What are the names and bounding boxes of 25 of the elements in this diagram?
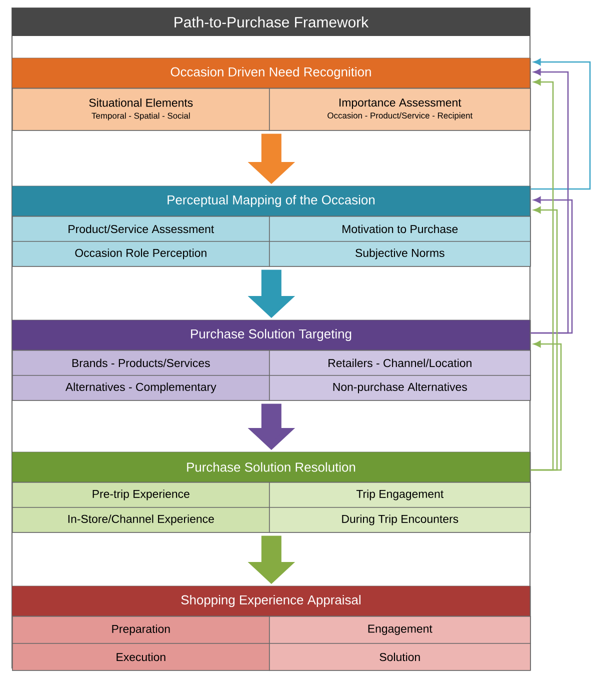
category-cell: Execution — [12, 643, 270, 671]
category-cell: Alternatives - Complementary — [12, 375, 270, 401]
feedback-arrow — [530, 196, 573, 334]
category-cell: Solution — [269, 643, 531, 671]
category-cell: Subjective Norms — [269, 241, 531, 267]
title-bar: Path-to-Purchase Framework — [12, 8, 530, 36]
category-cell: In-Store/Channel Experience — [12, 507, 270, 533]
category-cell: Trip Engagement — [269, 482, 531, 508]
category-cell: Non-purchase Alternatives — [269, 375, 531, 401]
feedback-arrow — [530, 78, 554, 471]
category-cell: Motivation to Purchase — [269, 216, 531, 242]
feedback-arrow — [530, 340, 562, 471]
category-cell: Occasion Role Perception — [12, 241, 270, 267]
feedback-arrow — [530, 206, 558, 471]
category-cell: Importance Assessment Occasion - Product/Service - Recipient — [269, 88, 531, 131]
category-cell: Brands - Products/Services — [12, 350, 270, 376]
category-cell: Situational Elements Temporal - Spatial - Social — [12, 88, 270, 131]
feedback-arrow — [530, 68, 569, 334]
category-cell: Product/Service Assessment — [12, 216, 270, 242]
category-cell: Engagement — [269, 616, 531, 644]
feedback-arrow — [530, 58, 591, 190]
category-cell: Preparation — [12, 616, 270, 644]
category-cell: During Trip Encounters — [269, 507, 531, 533]
category-cell: Retailers - Channel/Location — [269, 350, 531, 376]
category-cell: Pre-trip Experience — [12, 482, 270, 508]
